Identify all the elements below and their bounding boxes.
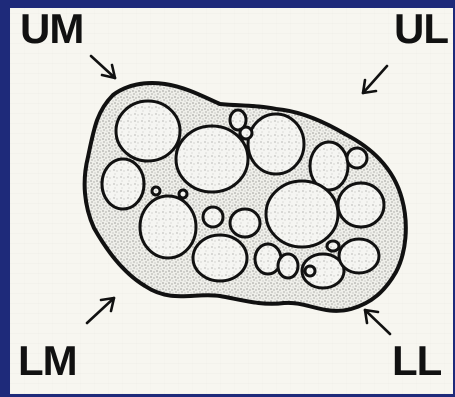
fascicle <box>248 114 304 174</box>
fascicle <box>152 187 160 195</box>
fascicle <box>140 196 196 258</box>
arrow-um <box>91 56 115 78</box>
arrow-lm <box>87 298 114 323</box>
arrow-ll <box>365 310 390 334</box>
fascicle <box>230 209 260 237</box>
fascicle <box>327 241 339 251</box>
fascicle <box>179 190 187 198</box>
label-um: UM <box>20 8 83 50</box>
fascicle <box>266 181 338 247</box>
label-ll: LL <box>392 340 441 382</box>
fascicle <box>193 235 247 281</box>
fascicle <box>305 266 315 276</box>
fascicle <box>347 148 367 168</box>
fascicle <box>176 126 248 192</box>
fascicle <box>339 239 379 273</box>
fascicle <box>102 159 144 209</box>
fascicle <box>338 183 384 227</box>
fascicle <box>203 207 223 227</box>
arrow-ul <box>363 66 387 93</box>
fascicle <box>278 254 298 278</box>
fascicle <box>116 101 180 161</box>
label-ul: UL <box>394 8 448 50</box>
label-lm: LM <box>18 340 77 382</box>
fascicle <box>240 127 252 139</box>
